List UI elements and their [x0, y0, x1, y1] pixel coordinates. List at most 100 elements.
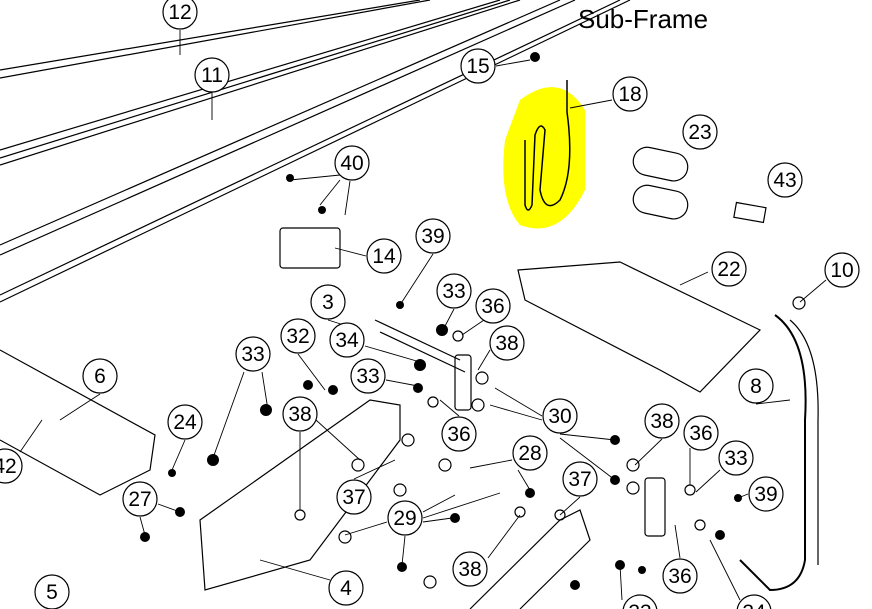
callout-11: 11: [194, 57, 230, 93]
callout-3: 3: [310, 284, 346, 320]
callout-18: 18: [612, 76, 648, 112]
callout-number: 5: [46, 581, 58, 604]
callout-number: 22: [717, 258, 740, 281]
callout-circle: [824, 252, 860, 288]
callout-circle: [310, 284, 346, 320]
tube-8-inner: [789, 319, 819, 565]
callout-circle: [736, 594, 772, 609]
callout-circle: [415, 218, 451, 254]
callout-circle: [282, 396, 318, 432]
rail-11: [0, 0, 631, 303]
callout-6: 6: [82, 358, 118, 394]
callout-5: 5: [34, 574, 70, 609]
callout-circle: [512, 435, 548, 471]
label-43: [733, 201, 767, 224]
callout-circle: [167, 404, 203, 440]
callout-circle: [748, 476, 784, 512]
bar-6: [0, 349, 156, 496]
callout-number: 33: [241, 343, 264, 366]
callout-number: 34: [335, 329, 359, 352]
callout-22: 22: [711, 251, 747, 287]
callout-10: 10: [824, 252, 860, 288]
callout-circle: [452, 551, 488, 587]
rail-12: [0, 0, 521, 166]
callout-number: 6: [94, 365, 106, 388]
callout-number: 38: [288, 403, 311, 426]
callout-38: 38: [489, 325, 525, 361]
plate-23b: [632, 184, 689, 220]
callout-circle: [767, 162, 803, 198]
tube-8: [739, 314, 807, 592]
callout-33: 33: [622, 594, 658, 609]
callout-circle: [489, 325, 525, 361]
plate-23a: [632, 146, 689, 182]
callout-number: 29: [393, 507, 416, 530]
callout-38: 38: [282, 396, 318, 432]
callout-circle: [612, 76, 648, 112]
callout-30: 30: [542, 398, 578, 434]
callout-39: 39: [748, 476, 784, 512]
pin-3: [374, 319, 466, 373]
callout-circle: [235, 336, 271, 372]
callout-36: 36: [683, 415, 719, 451]
wire-highlight: [503, 87, 585, 229]
callout-number: 4: [340, 577, 352, 600]
callout-number: 33: [356, 365, 379, 388]
washers: [294, 296, 806, 589]
callout-number: 14: [372, 245, 396, 268]
callout-circle: [280, 318, 316, 354]
plate-30: [454, 354, 472, 411]
callout-34: 34: [736, 594, 772, 609]
callout-number: 28: [518, 442, 541, 465]
callout-number: 24: [173, 411, 197, 434]
solenoid-14: [279, 227, 341, 269]
callout-36: 36: [441, 416, 477, 452]
callout-number: 38: [650, 410, 673, 433]
callout-37: 37: [562, 461, 598, 497]
callout-33: 33: [235, 336, 271, 372]
callout-37: 37: [336, 479, 372, 515]
callout-number: 36: [668, 565, 691, 588]
callout-number: 30: [548, 405, 571, 428]
callout-circle: [683, 415, 719, 451]
callout-14: 14: [366, 238, 402, 274]
callout-circle: [34, 574, 70, 609]
callout-circle: [366, 238, 402, 274]
callout-8: 8: [738, 368, 774, 404]
plate-36: [644, 477, 666, 537]
callout-32: 32: [280, 318, 316, 354]
callout-circle: [460, 48, 496, 84]
callout-34: 34: [329, 322, 365, 358]
callout-29: 29: [387, 500, 423, 536]
callout-23: 23: [682, 114, 718, 150]
callout-circle: [122, 481, 158, 517]
callout-33: 33: [350, 358, 386, 394]
callout-number: 10: [830, 259, 853, 282]
callout-number: 34: [742, 601, 766, 609]
callout-28: 28: [512, 435, 548, 471]
callout-circle: [738, 368, 774, 404]
callout-number: 37: [342, 486, 365, 509]
callout-circle: [562, 461, 598, 497]
callout-circle: [162, 0, 198, 30]
callout-circle: [194, 57, 230, 93]
callout-number: 37: [568, 468, 591, 491]
callout-number: 11: [201, 64, 223, 87]
callout-36: 36: [662, 558, 698, 594]
callout-circle: [475, 288, 511, 324]
callout-42: 42: [0, 448, 23, 484]
callout-circle: [387, 500, 423, 536]
callout-4: 4: [328, 570, 364, 606]
diagram-title: Sub-Frame: [578, 4, 709, 34]
callout-33: 33: [718, 440, 754, 476]
callout-36: 36: [475, 288, 511, 324]
callout-number: 39: [754, 483, 777, 506]
callout-circle: [0, 448, 23, 484]
callout-27: 27: [122, 481, 158, 517]
parts-outlines: [0, 0, 827, 609]
callout-circle: [350, 358, 386, 394]
callout-circle: [82, 358, 118, 394]
callout-circle: [662, 558, 698, 594]
